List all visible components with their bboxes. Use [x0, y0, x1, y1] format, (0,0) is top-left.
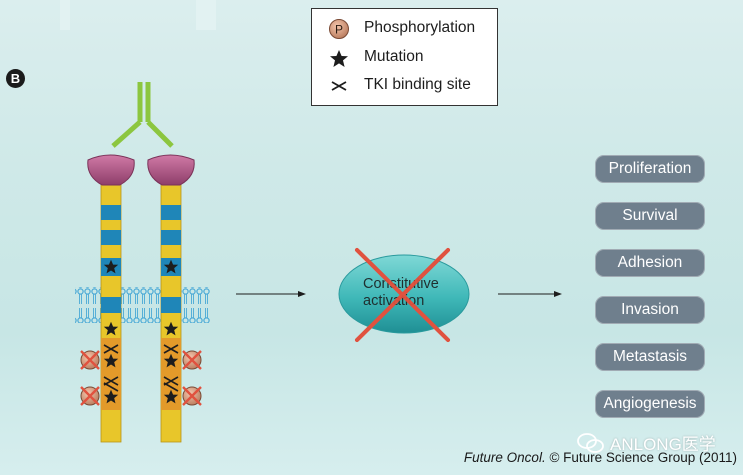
activation-line-2: activation	[363, 293, 425, 309]
legend-label: TKI binding site	[364, 76, 471, 93]
ligand	[111, 82, 174, 148]
outcome-invasion: Invasion	[595, 296, 705, 324]
star-icon	[103, 259, 119, 274]
star-icon	[103, 389, 119, 404]
legend-label: Phosphorylation	[364, 19, 476, 36]
legend-label: Mutation	[364, 48, 424, 65]
tki-binding-icon	[163, 382, 179, 392]
panel-label: B	[6, 69, 25, 88]
phosphorylation-icon	[80, 350, 100, 370]
outcome-metastasis: Metastasis	[595, 343, 705, 371]
svg-text:P: P	[335, 23, 343, 37]
tki-binding-icon	[331, 81, 347, 91]
wechat-icon	[577, 432, 604, 453]
tki-binding-icon	[163, 344, 179, 354]
legend-item-phosphorylation: P Phosphorylation	[312, 17, 497, 39]
tki-binding-icon	[103, 382, 119, 392]
arrow-to-activation	[236, 291, 306, 297]
tki-binding-icon	[103, 344, 119, 354]
legend-item-mutation: Mutation	[312, 46, 497, 68]
star-icon	[103, 353, 119, 368]
credit-rest: © Future Science Group (2011)	[545, 450, 737, 465]
figure-credit: Future Oncol. © Future Science Group (20…	[464, 450, 737, 465]
star-icon	[330, 50, 348, 67]
star-icon	[163, 353, 179, 368]
arrow-to-outcomes	[498, 291, 562, 297]
star-icon	[163, 259, 179, 274]
outcome-proliferation: Proliferation	[595, 155, 705, 183]
credit-journal: Future Oncol.	[463, 450, 546, 465]
receptor-left	[87, 154, 135, 443]
outcome-adhesion: Adhesion	[595, 249, 705, 277]
legend-item-tki: TKI binding site	[312, 74, 497, 96]
star-icon	[163, 389, 179, 404]
cell-membrane	[75, 287, 210, 323]
legend: P Phosphorylation Mutation TKI binding s…	[311, 8, 498, 106]
star-icon	[163, 321, 179, 336]
activation-label: Constitutive activation	[360, 276, 470, 310]
mutation-stars	[103, 259, 179, 404]
outcome-survival: Survival	[595, 202, 705, 230]
outcome-angiogenesis: Angiogenesis	[595, 390, 705, 418]
receptor-right	[147, 154, 195, 443]
watermark-text: ANLONG医学	[610, 435, 716, 454]
phosphorylation-icon	[80, 386, 100, 406]
watermark: ANLONG医学	[576, 430, 716, 455]
activation-line-1: Constitutive	[363, 276, 439, 292]
tki-binding-sites	[103, 344, 179, 392]
phospho-sites	[80, 350, 202, 406]
phosphorylation-icon: P	[329, 19, 349, 39]
phosphorylation-icon	[182, 386, 202, 406]
star-icon	[103, 321, 119, 336]
phosphorylation-icon	[182, 350, 202, 370]
